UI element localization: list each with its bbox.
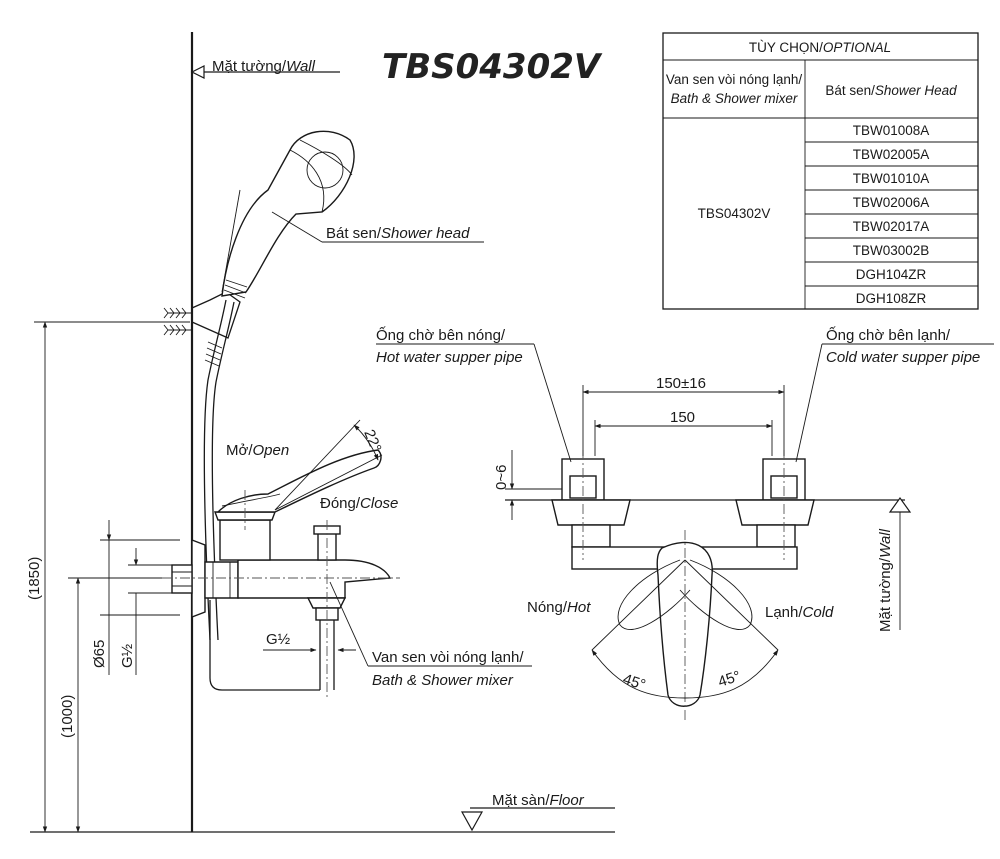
wall-bracket (163, 291, 241, 339)
handle-angle-label: 22° (360, 427, 384, 454)
shower-head-label: Bát sen/Shower head (326, 225, 470, 242)
cold-pipe-leader (795, 343, 994, 463)
top-view-mixer (551, 450, 815, 720)
rotation-angles (591, 559, 779, 699)
options-table (662, 32, 979, 310)
dimension-1000-label: (1000) (59, 695, 76, 738)
hot-pipe-label-vi: Ống chờ bên nóng/ (376, 326, 506, 344)
shower-head-option-3: TBW01010A (853, 171, 930, 186)
dimension-1000 (68, 577, 170, 833)
hot-pipe-label-en: Hot water supper pipe (376, 349, 523, 366)
thread-left-label: G½ (119, 643, 136, 668)
angle-left-label: 45° (621, 671, 648, 694)
angle-right-label: 45° (716, 668, 743, 691)
floor-line (30, 807, 615, 833)
shower-hose (203, 299, 235, 641)
mixer-label-vi: Van sen vòi nóng lạnh/ (372, 649, 524, 666)
shower-head-option-1: TBW01008A (853, 123, 930, 138)
wall-gap-dim (505, 450, 565, 520)
close-label: Đóng/Close (320, 495, 398, 512)
dimension-diameter-label: Ø65 (91, 640, 108, 668)
thread-bottom-label: G½ (266, 631, 291, 648)
mixer-center-line (162, 490, 400, 700)
options-col1-header-vi: Van sen vòi nóng lạnh/ (666, 72, 803, 87)
mixer-leader (329, 581, 532, 667)
dimension-1850 (34, 321, 190, 833)
shower-head-option-5: TBW02017A (853, 219, 930, 234)
shower-head-option-8: DGH108ZR (856, 291, 927, 306)
options-shower-head-list: TBW01008A TBW02005A TBW01010A TBW02006A TBW0… (853, 123, 930, 306)
wall-line-side-view (190, 32, 340, 832)
options-table-title: TÙY CHỌN/OPTIONAL (749, 40, 891, 55)
options-col2-header: Bát sen/Shower Head (825, 83, 957, 98)
mixer-side-view (171, 449, 392, 691)
wall-label-right: Mặt tường/Wall (877, 528, 894, 632)
mixer-label-en: Bath & Shower mixer (372, 672, 514, 689)
spacing-range-label: 150±16 (656, 375, 706, 392)
shower-head (221, 130, 355, 299)
shower-head-option-2: TBW02005A (853, 147, 930, 162)
spacing-dims (582, 385, 785, 456)
dimension-1850-label: (1850) (26, 557, 43, 600)
cold-pipe-label-vi: Ống chờ bên lạnh/ (826, 326, 951, 344)
cold-pipe-label-en: Cold water supper pipe (826, 349, 980, 366)
dimension-diameter-65 (100, 520, 180, 675)
shower-head-leader (271, 211, 484, 243)
wall-label-top: Mặt tường/Wall (212, 58, 316, 75)
options-mixer-model: TBS04302V (698, 206, 771, 221)
spacing-label: 150 (670, 409, 695, 426)
options-col1-header-en: Bath & Shower mixer (671, 91, 798, 106)
model-title: TBS04302V (382, 47, 603, 87)
shower-head-option-7: DGH104ZR (856, 267, 927, 282)
hot-label: Nóng/Hot (527, 599, 591, 616)
floor-label: Mặt sàn/Floor (492, 792, 585, 809)
open-label: Mở/Open (226, 442, 289, 459)
shower-head-option-4: TBW02006A (853, 195, 930, 210)
hot-pipe-leader (376, 343, 572, 463)
dimension-thread-left (128, 548, 172, 675)
handle-angle-dim (274, 419, 383, 511)
wall-gap-label: 0~6 (493, 465, 510, 490)
shower-head-option-6: TBW03002B (853, 243, 930, 258)
cold-label: Lạnh/Cold (765, 604, 834, 621)
